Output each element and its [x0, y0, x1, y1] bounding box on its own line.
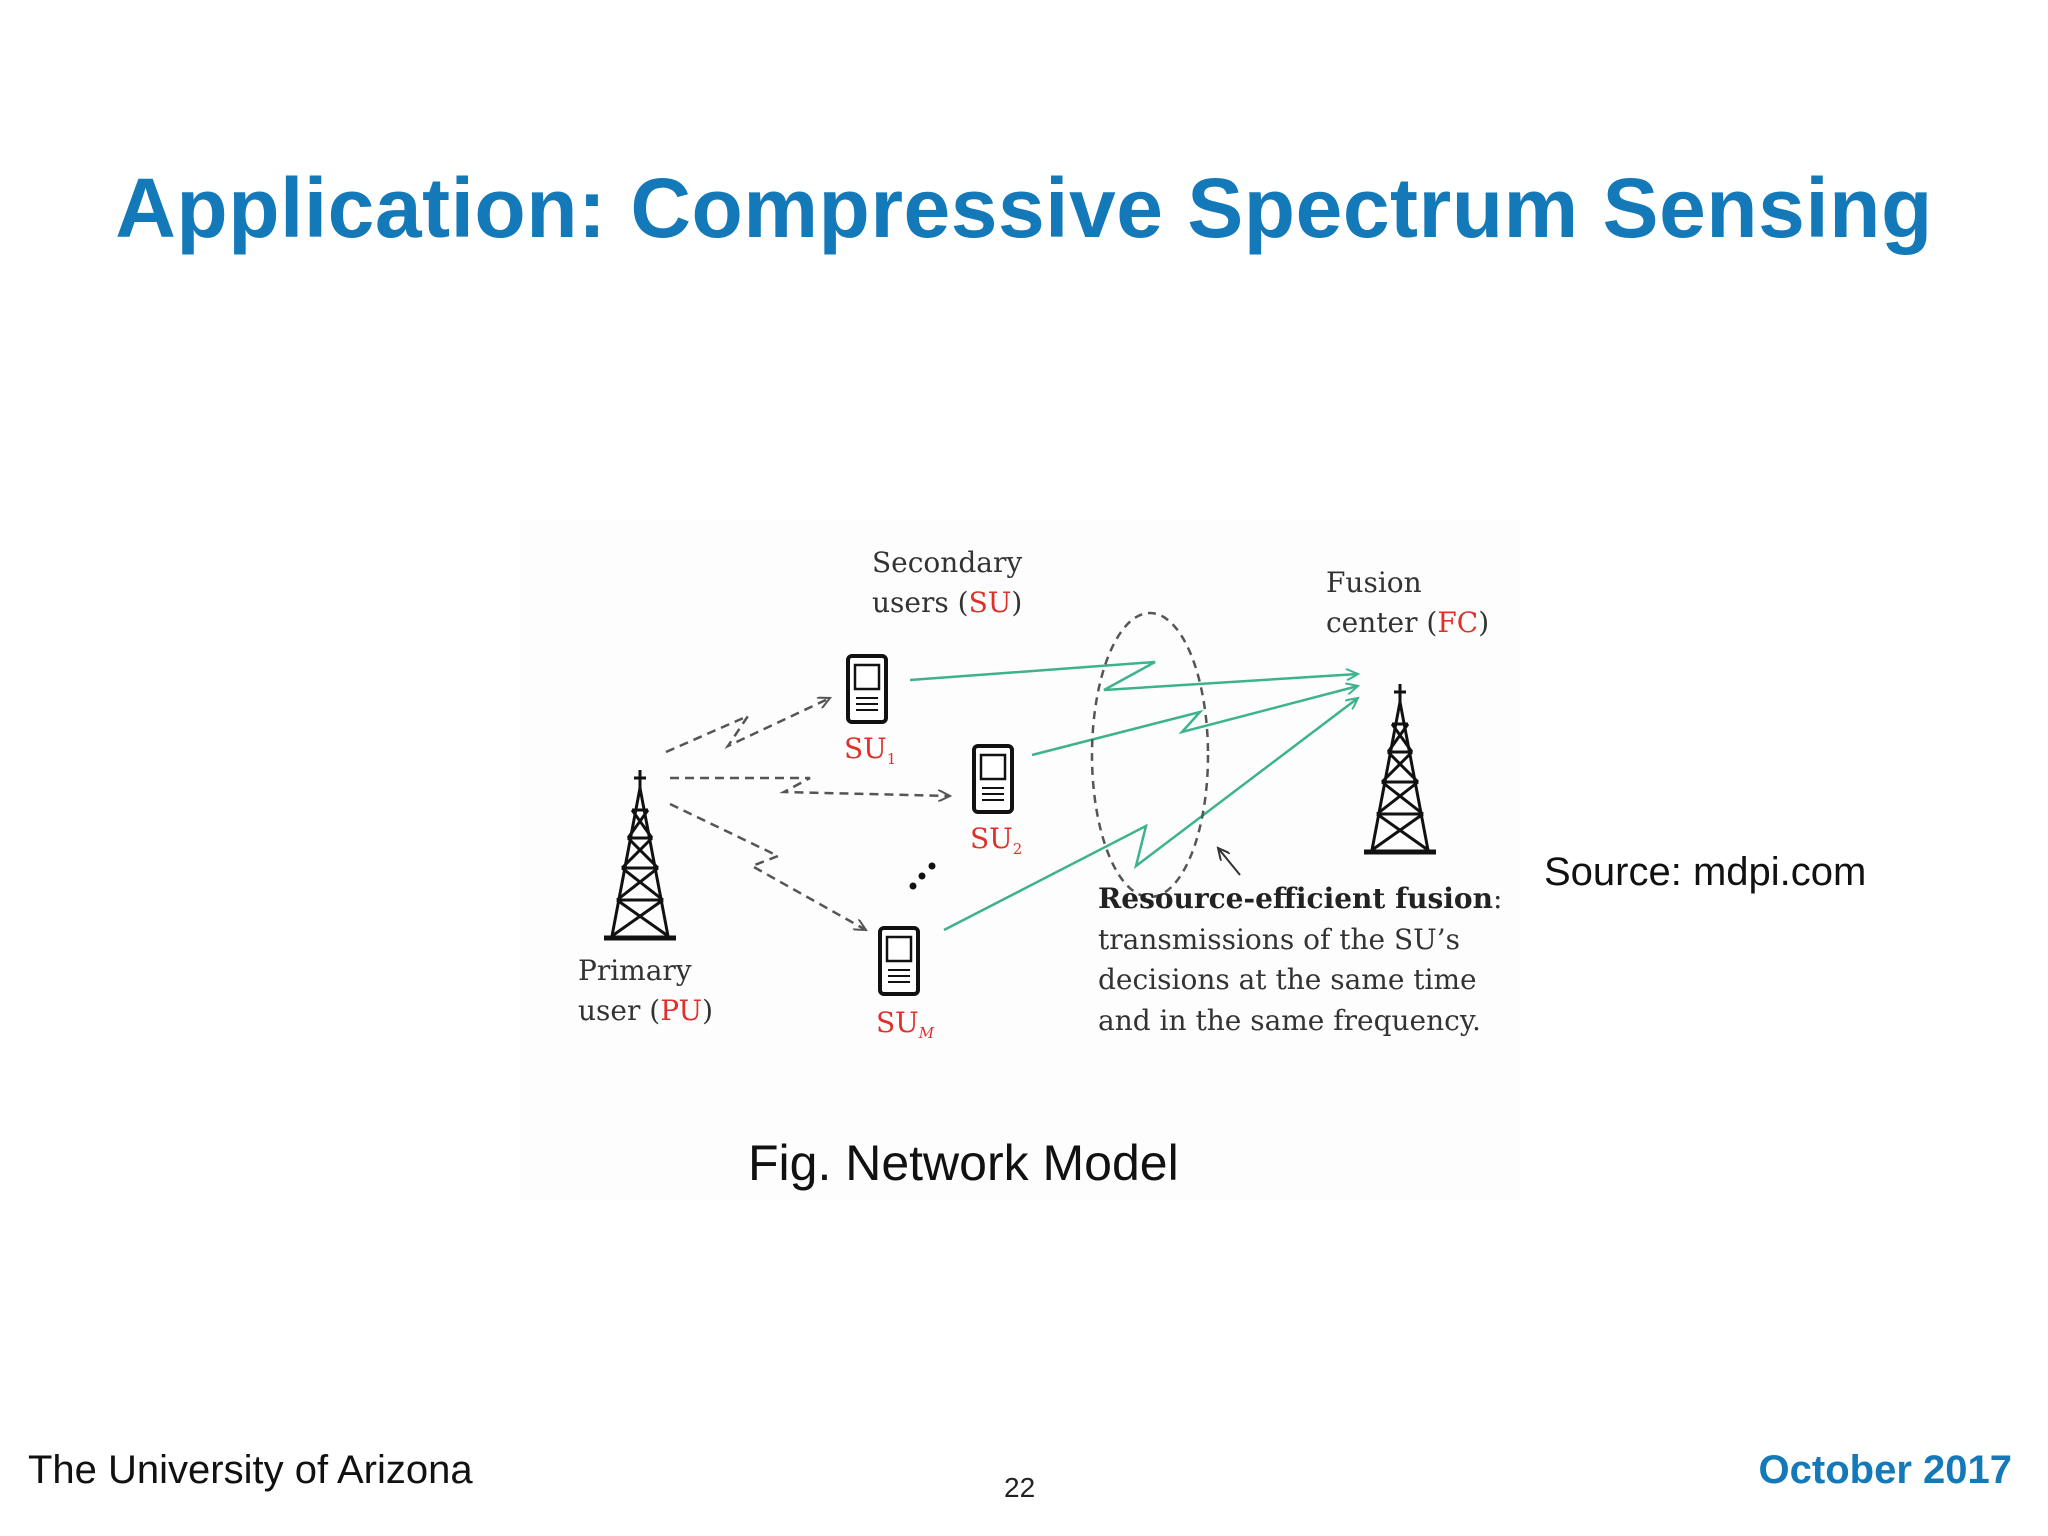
network-diagram: Secondary users (SU) Fusion center (FC) …	[578, 546, 1502, 1042]
fusion-pointer-arrow	[1218, 848, 1241, 876]
footer-date: October 2017	[1758, 1448, 2012, 1492]
primary-user-label-line2: user (PU)	[578, 994, 713, 1027]
su-to-fc-green-links	[909, 660, 1358, 932]
su2-label: SU2	[970, 822, 1022, 858]
pu-to-su-dashed-links	[665, 698, 950, 930]
resource-fusion-line2: decisions at the same time	[1098, 963, 1477, 996]
su1-label: SU1	[844, 732, 896, 768]
resource-efficient-fusion-region	[1090, 611, 1210, 899]
sum-phone-icon	[878, 926, 920, 996]
sum-label: SUM	[876, 1006, 935, 1042]
figure-caption: Fig. Network Model	[748, 1135, 1179, 1191]
primary-user-tower-icon	[604, 770, 676, 941]
su1-phone-icon	[846, 654, 888, 724]
fusion-center-tower-icon	[1364, 684, 1436, 855]
source-note: Source: mdpi.com	[1544, 850, 1867, 894]
fusion-center-label-line1: Fusion	[1326, 566, 1422, 599]
more-users-dots	[909, 862, 936, 890]
resource-fusion-line1: transmissions of the SU’s	[1098, 923, 1460, 956]
resource-fusion-title: Resource-efficient fusion:	[1098, 882, 1502, 915]
secondary-users-label-line1: Secondary	[872, 546, 1022, 579]
network-model-figure: Secondary users (SU) Fusion center (FC) …	[520, 520, 1520, 1200]
primary-user-label-line1: Primary	[578, 954, 692, 987]
slide-title: Application: Compressive Spectrum Sensin…	[115, 161, 1933, 255]
resource-fusion-line3: and in the same frequency.	[1098, 1004, 1481, 1037]
page-number: 22	[1004, 1472, 1036, 1503]
footer-institution: The University of Arizona	[28, 1448, 473, 1492]
secondary-users-label-line2: users (SU)	[872, 586, 1022, 619]
fusion-center-label-line2: center (FC)	[1326, 606, 1489, 639]
su2-phone-icon	[972, 744, 1014, 814]
